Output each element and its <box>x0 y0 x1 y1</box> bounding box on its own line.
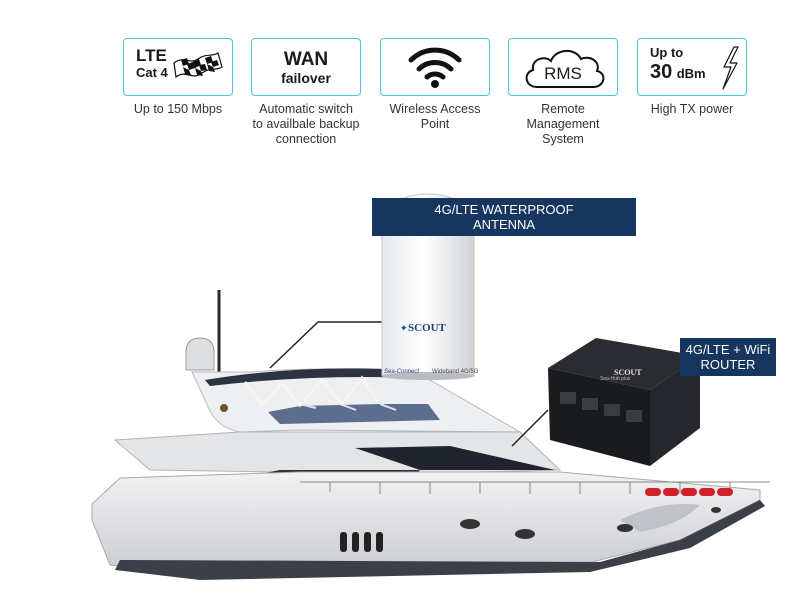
router-device: SCOUT Sea-Hub plus <box>548 338 700 466</box>
feature-lte-box: LTE Cat 4 <box>123 38 233 96</box>
power-prefix: Up to <box>650 45 684 60</box>
antenna-device: SCOUT ✦ Sea-Connect Wideband 4G/5G <box>381 193 479 380</box>
hull-porthole <box>352 532 359 552</box>
wan-caption-line: Automatic switch <box>259 102 353 116</box>
feature-rms-caption: Remote Management System <box>503 102 623 147</box>
upper-windows <box>268 404 440 424</box>
hull-porthole <box>376 532 383 552</box>
cloud-icon <box>525 50 605 88</box>
porthole <box>220 404 228 412</box>
router-label-line: 4G/LTE + WiFi <box>685 342 771 357</box>
hull-porthole <box>340 532 347 552</box>
hull-stripe <box>115 500 765 580</box>
router-leader-line <box>511 409 549 447</box>
rms-caption-line: System <box>542 132 584 146</box>
lightning-icon <box>722 46 739 90</box>
svg-text:✦: ✦ <box>400 323 408 333</box>
rms-caption-line: Remote <box>541 102 585 116</box>
checkered-flag-icon <box>173 52 223 79</box>
wifi-caption-line: Point <box>420 117 450 131</box>
power-value: 30 <box>650 61 673 83</box>
power-unit: dBm <box>676 66 706 81</box>
lte-title: LTE <box>136 46 167 65</box>
feature-wifi: Wireless Access Point <box>375 38 495 132</box>
wan-subtitle: failover <box>281 69 331 86</box>
feature-power-box: Up to 30 dBm <box>637 38 747 96</box>
antenna-brand: SCOUT <box>408 322 447 334</box>
feature-power-caption: High TX power <box>650 102 734 116</box>
antenna-label-line: 4G/LTE WATERPROOF <box>434 202 574 217</box>
wan-title: WAN <box>283 48 329 70</box>
router-label: 4G/LTE + WiFi ROUTER <box>680 338 776 376</box>
feature-wan-box: WAN failover <box>251 38 361 96</box>
wan-caption-line: to availbale backup <box>252 117 360 131</box>
feature-rms-box: RMS <box>508 38 618 96</box>
hull-porthole <box>711 507 721 513</box>
antenna-label-line: ANTENNA <box>472 217 536 232</box>
hull-porthole <box>515 529 535 539</box>
hull-porthole <box>460 519 480 529</box>
router-label-line: ROUTER <box>700 357 756 372</box>
rms-caption-line: Management <box>526 117 600 131</box>
radar-dome <box>185 337 215 371</box>
hull-porthole <box>617 524 633 532</box>
wifi-caption-line: Wireless Access <box>389 102 481 116</box>
fenders <box>645 488 733 496</box>
wan-caption-line: connection <box>275 132 337 146</box>
feature-lte-caption: Up to 150 Mbps <box>133 102 223 116</box>
router-model: Sea-Hub plus <box>600 376 631 382</box>
router-brand: SCOUT <box>614 368 642 377</box>
antenna-model: Sea-Connect <box>384 369 419 375</box>
side-window <box>355 446 555 470</box>
feature-wan-caption: Automatic switch to availbale backup con… <box>246 102 366 147</box>
feature-wan: WAN failover Automatic switch to availba… <box>246 38 366 147</box>
antenna-band: Wideband 4G/5G <box>432 369 479 375</box>
hull-porthole <box>364 532 371 552</box>
feature-power: Up to 30 dBm High TX power <box>632 38 752 117</box>
feature-wifi-caption: Wireless Access Point <box>375 102 495 132</box>
bimini-top <box>205 368 420 386</box>
antenna-label: 4G/LTE WATERPROOF ANTENNA <box>372 198 636 236</box>
feature-wifi-box <box>380 38 490 96</box>
antenna-leader-line <box>269 321 388 369</box>
feature-rms: RMS Remote Management System <box>503 38 623 147</box>
wifi-icon <box>408 47 462 88</box>
rms-title: RMS <box>544 64 582 83</box>
lte-subtitle: Cat 4 <box>136 65 168 80</box>
feature-lte: LTE Cat 4 Up to 150 Mbps <box>118 38 238 117</box>
